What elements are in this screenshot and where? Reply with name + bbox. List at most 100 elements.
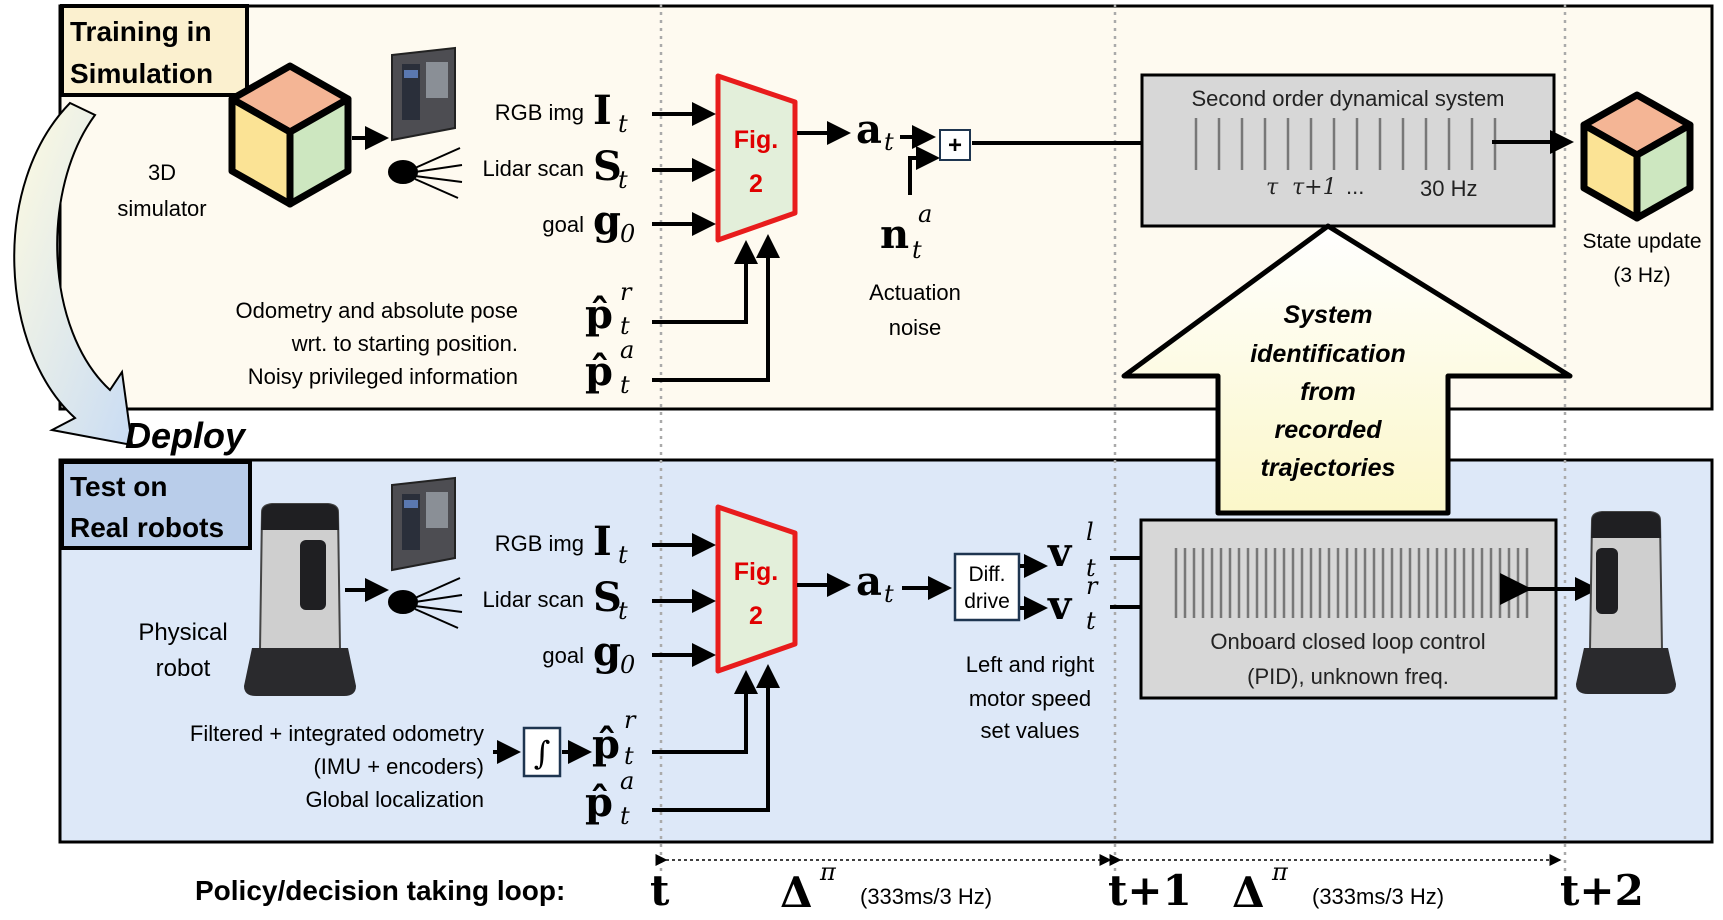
- real-input-goal-sub: 0: [620, 651, 635, 679]
- real-pose-a-arrow: [652, 664, 780, 812]
- vel-right-sub: t: [1086, 607, 1096, 635]
- sim-input-rgb-label: RGB img: [495, 100, 584, 125]
- sim-action-sub: t: [884, 128, 894, 156]
- timeline-delta-2: Δ: [1232, 868, 1265, 915]
- sim-noise-label-2: noise: [889, 315, 942, 340]
- real-input-rgb-label: RGB img: [495, 531, 584, 556]
- sim-pose-text-2: wrt. to starting position.: [291, 331, 518, 356]
- diff-drive-block: [953, 552, 1021, 622]
- robot-label-line1: Physical: [138, 619, 227, 646]
- sim-noise-sym: n: [880, 211, 909, 258]
- timeline-period-2: (333ms/3 Hz): [1312, 884, 1444, 909]
- sim-pose-r-arrow: [652, 240, 758, 324]
- simulator-label-line1: 3D: [148, 160, 176, 185]
- sim-pose-a-arrow: [652, 234, 780, 382]
- sim-pose-text-3: Noisy privileged information: [248, 364, 518, 389]
- state-update-cube-icon: [1580, 91, 1694, 222]
- lidar-icon: [388, 147, 463, 199]
- real-pose-r-sym: p̂: [592, 721, 620, 768]
- dyn-tau1: τ: [1266, 175, 1279, 200]
- real-input-rgb-sub: t: [618, 541, 628, 569]
- vel-left-sub: t: [1086, 554, 1096, 582]
- deploy-arrow: [13, 101, 134, 447]
- real-pose-a-sup: a: [620, 767, 634, 795]
- sim-noise-sup: a: [918, 200, 932, 228]
- sim-input-rgb-sym: I: [593, 87, 612, 134]
- sim-sum-node: [939, 129, 971, 161]
- vel-left-sup: l: [1086, 518, 1094, 546]
- real-pose-r-sup: r: [624, 706, 637, 734]
- onboard-control-box: Onboard closed loop control (PID), unkno…: [1139, 518, 1558, 700]
- timeline-delta-1: Δ: [780, 868, 813, 915]
- sim-fig-line1: Fig.: [734, 126, 778, 154]
- timeline-t0: t: [650, 866, 670, 915]
- sim-pose-a-sub: t: [620, 371, 630, 399]
- sim-sum-plus: +: [948, 132, 962, 159]
- sim-input-rgb-sub: t: [618, 110, 628, 138]
- timeline-t1: t+1: [1108, 866, 1192, 915]
- sim-pose-r-sub: t: [620, 312, 630, 340]
- sim-input-lidar-label: Lidar scan: [482, 156, 584, 181]
- sim-tag-line1: Training in: [70, 16, 212, 47]
- sim-tag-line2: Simulation: [70, 58, 213, 89]
- diff-drive-line2: drive: [964, 590, 1010, 613]
- sysid-line5: trajectories: [1261, 454, 1396, 482]
- odo-text-3: Global localization: [305, 787, 484, 812]
- sysid-line1: System: [1284, 301, 1373, 329]
- timeline-delta-1-sup: π: [819, 858, 837, 886]
- sim-panel-tag: Training in Simulation: [60, 4, 249, 97]
- ctrl-line2: (PID), unknown freq.: [1247, 664, 1449, 689]
- sim-pose-text-1: Odometry and absolute pose: [235, 298, 518, 323]
- camera-image-icon: [391, 46, 456, 142]
- sim-action-sym: a: [856, 106, 882, 153]
- robot-label-line2: robot: [156, 655, 211, 682]
- real-fig-line2: 2: [749, 602, 763, 630]
- timeline-period-1: (333ms/3 Hz): [860, 884, 992, 909]
- odo-text-2: (IMU + encoders): [313, 754, 484, 779]
- timeline-label: Policy/decision taking loop:: [195, 875, 565, 906]
- real-input-lidar-label: Lidar scan: [482, 587, 584, 612]
- integrator-symbol: ∫: [534, 734, 551, 772]
- sim-pose-a-sup: a: [620, 336, 634, 364]
- real-action-sym: a: [856, 558, 882, 605]
- sim-input-lidar-sym: S: [593, 143, 622, 190]
- real-input-lidar-sym: S: [593, 574, 622, 621]
- sim-input-goal-sub: 0: [620, 220, 635, 248]
- odo-text-1: Filtered + integrated odometry: [190, 721, 484, 746]
- real-action-sub: t: [884, 580, 894, 608]
- real-panel-tag: Test on Real robots: [60, 460, 252, 550]
- real-pose-r-arrow: [652, 670, 758, 754]
- real-input-goal-sym: g: [593, 628, 621, 675]
- state-update-line2: (3 Hz): [1613, 264, 1670, 287]
- real-pose-a-sub: t: [620, 802, 630, 830]
- sim-pose-r-sym: p̂: [585, 291, 613, 338]
- real-policy-block: Fig. 2: [715, 504, 798, 674]
- motor-text-1: Left and right: [966, 652, 1094, 677]
- sysid-line4: recorded: [1275, 416, 1383, 444]
- physical-robot-icon: [244, 503, 356, 696]
- sim-noise-arrow: [908, 146, 940, 195]
- timeline-t2: t+2: [1560, 866, 1644, 915]
- deploy-label: Deploy: [125, 415, 247, 456]
- timeline-delta-2-sup: π: [1271, 858, 1289, 886]
- sim-noise-sub: t: [912, 236, 922, 264]
- dyn-tau-dots: ...: [1346, 174, 1364, 199]
- real-lidar-icon: [388, 577, 463, 629]
- sim-policy-block: Fig. 2: [715, 73, 798, 243]
- vel-right-sym: v: [1047, 582, 1073, 629]
- real-tag-line1: Test on: [70, 471, 167, 502]
- sim-pose-a-sym: p̂: [585, 348, 613, 395]
- ctrl-line1: Onboard closed loop control: [1210, 629, 1485, 654]
- real-inputs: RGB img I t Lidar scan S t goal g 0: [482, 518, 716, 679]
- system-identification-arrow: System identification from recorded traj…: [1121, 223, 1573, 516]
- real-camera-image-icon: [391, 476, 456, 572]
- sim-input-goal-label: goal: [542, 212, 584, 237]
- state-update-line1: State update: [1582, 230, 1701, 253]
- real-input-goal-label: goal: [542, 643, 584, 668]
- real-pose-a-sym: p̂: [585, 779, 613, 826]
- real-input-rgb-sym: I: [593, 518, 612, 565]
- sim-input-goal-sym: g: [593, 197, 621, 244]
- simulator-cube-icon: [228, 62, 352, 208]
